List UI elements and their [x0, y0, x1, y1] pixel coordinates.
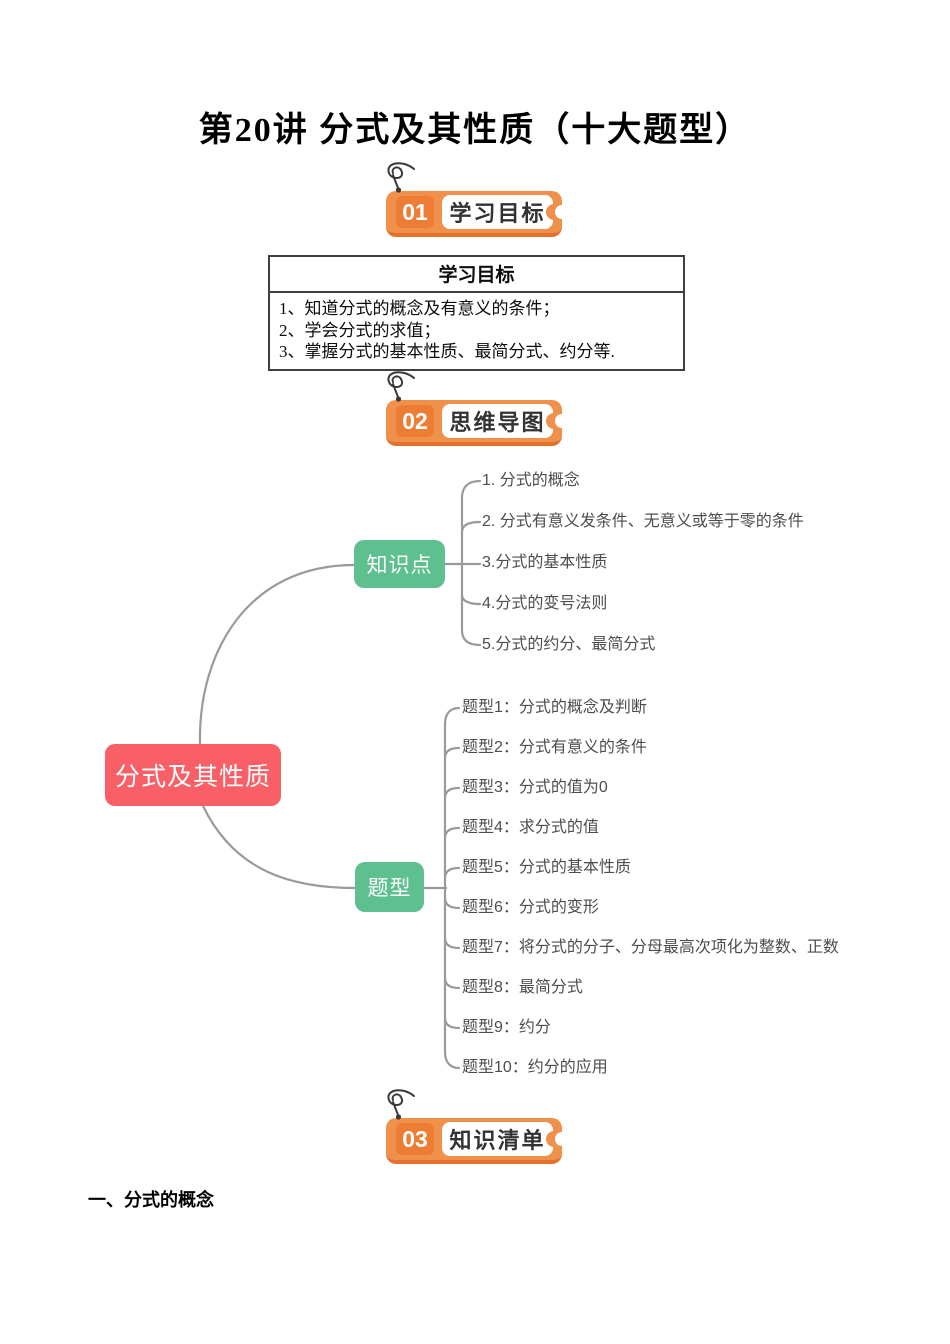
- section-heading-fraction-concept: 一、分式的概念: [88, 1190, 214, 1210]
- knowledge-item: 3.分式的基本性质: [482, 554, 608, 571]
- knowledge-item: 5.分式的约分、最简分式: [482, 636, 656, 653]
- section-badge-knowledge-list: 03 知识清单: [386, 1089, 562, 1164]
- badge-number: 01: [396, 196, 434, 228]
- badge-number: 03: [396, 1123, 434, 1155]
- section-badge-learning-goals: 01 学习目标: [386, 162, 562, 237]
- spring-clip-icon: [387, 1089, 415, 1120]
- question-type-item: 题型2：分式有意义的条件: [462, 739, 647, 756]
- goal-item: 3、掌握分式的基本性质、最简分式、约分等.: [279, 342, 615, 361]
- question-type-item: 题型3：分式的值为0: [462, 779, 608, 796]
- badge-label: 思维导图: [449, 410, 546, 435]
- pill-notch: [546, 413, 562, 429]
- spring-clip-icon: [387, 162, 415, 193]
- goals-table-header: 学习目标: [270, 257, 683, 293]
- badge-label-pill: 知识清单: [442, 1122, 562, 1156]
- page-title: 第20讲 分式及其性质（十大题型）: [198, 112, 752, 149]
- knowledge-item: 2. 分式有意义发条件、无意义或等于零的条件: [482, 513, 804, 530]
- question-type-item: 题型5：分式的基本性质: [462, 859, 631, 876]
- badge-label: 知识清单: [449, 1128, 546, 1153]
- badge-label-pill: 思维导图: [442, 404, 562, 438]
- section-badge-mind-map: 02 思维导图: [386, 371, 562, 446]
- pill-notch: [546, 1131, 562, 1147]
- question-type-item: 题型7：将分式的分子、分母最高次项化为整数、正数: [462, 939, 839, 956]
- question-type-item: 题型6：分式的变形: [462, 899, 599, 916]
- badge-label: 学习目标: [449, 201, 546, 226]
- mindmap-branch-knowledge-points: 知识点: [354, 540, 445, 588]
- knowledge-item: 1. 分式的概念: [482, 472, 580, 489]
- question-type-item: 题型9：约分: [462, 1019, 551, 1036]
- badge-number: 02: [396, 405, 434, 437]
- question-type-item: 题型4：求分式的值: [462, 819, 599, 836]
- pill-notch: [546, 204, 562, 220]
- goal-item: 1、知道分式的概念及有意义的条件；: [279, 299, 560, 318]
- spring-clip-icon: [387, 371, 415, 402]
- badge-label-pill: 学习目标: [442, 195, 562, 229]
- question-type-item: 题型10：约分的应用: [462, 1059, 608, 1076]
- learning-goals-table: 学习目标 1、知道分式的概念及有意义的条件； 2、学会分式的求值； 3、掌握分式…: [268, 255, 685, 371]
- mindmap-root-node: 分式及其性质: [105, 744, 281, 806]
- question-type-item: 题型8：最简分式: [462, 979, 583, 996]
- question-type-item: 题型1：分式的概念及判断: [462, 699, 647, 716]
- mindmap-branch-question-types: 题型: [355, 862, 424, 912]
- goal-item: 2、学会分式的求值；: [279, 320, 441, 340]
- knowledge-item: 4.分式的变号法则: [482, 595, 608, 612]
